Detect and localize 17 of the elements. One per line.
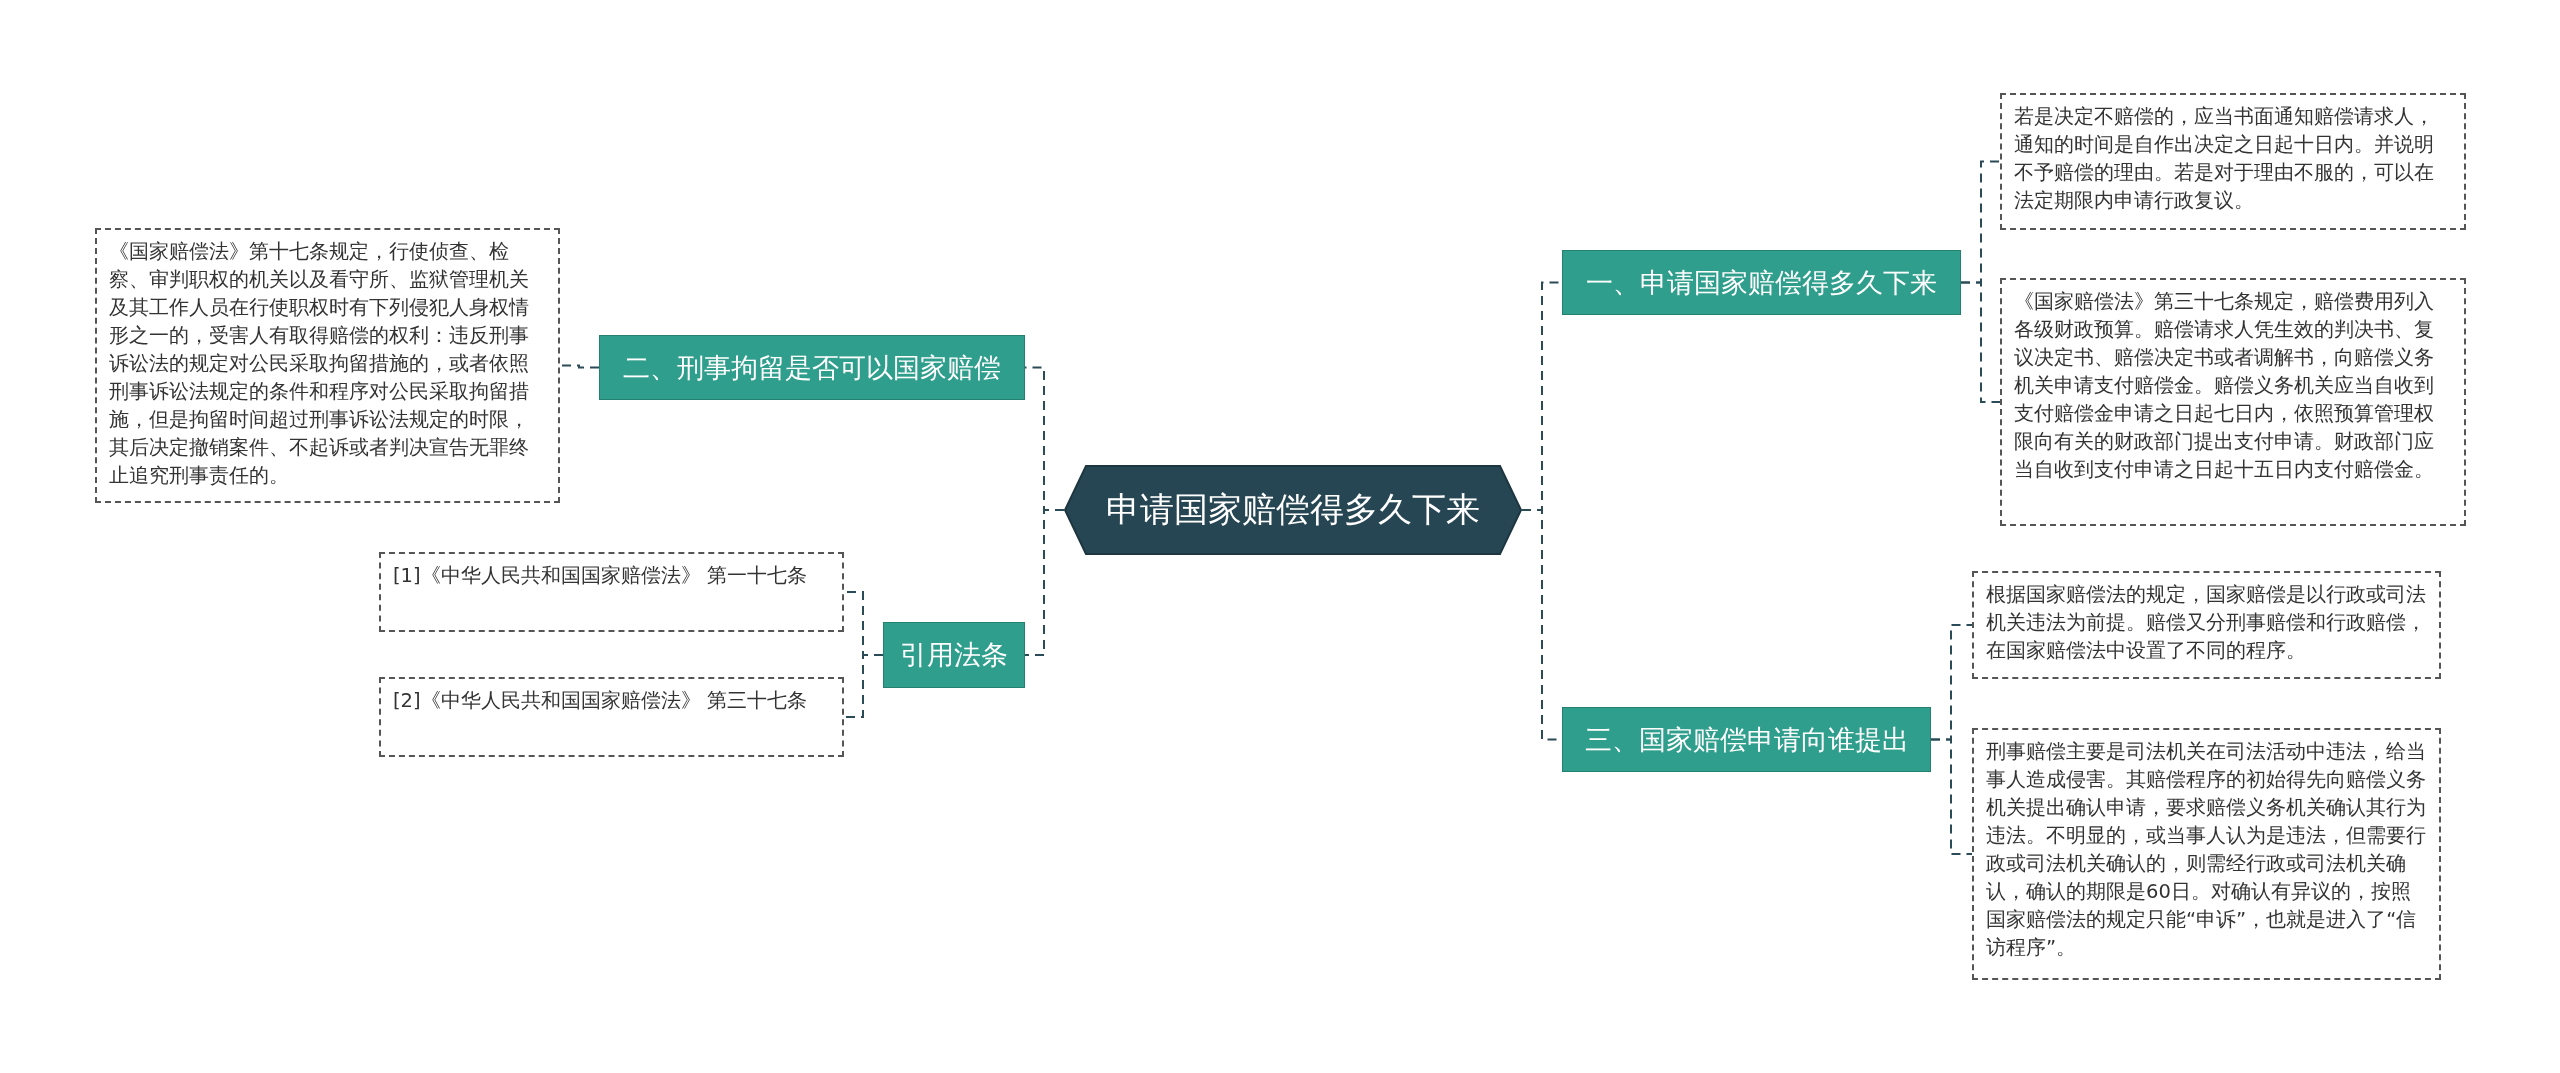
note-box: 《国家赔偿法》第三十七条规定，赔偿费用列入各级财政预算。赔偿请求人凭生效的判决书、复议决定书、赔偿决定书或者调解书，向赔偿义务机关申请支付赔偿金。赔偿义务机关应当自收到支付赔偿金申请之日起七日内，依照预算管理权限向有关的财政部门提出支付申请。财政部门应当自收到支付申请之日起十五日内支付赔偿金。 bbox=[2000, 278, 2466, 526]
connector-line bbox=[843, 654, 884, 718]
topic-box: 引用法条 bbox=[883, 622, 1025, 688]
note-box: 若是决定不赔偿的，应当书面通知赔偿请求人，通知的时间是自作出决定之日起十日内。并说明不予赔偿的理由。若是对于理由不服的，可以在法定期限内申请行政复议。 bbox=[2000, 93, 2466, 230]
note-box: 根据国家赔偿法的规定，国家赔偿是以行政或司法机关违法为前提。赔偿又分刑事赔偿和行政赔偿，在国家赔偿法中设置了不同的程序。 bbox=[1972, 571, 2441, 679]
connector-line bbox=[1024, 509, 1065, 656]
note-box: 刑事赔偿主要是司法机关在司法活动中违法，给当事人造成侵害。其赔偿程序的初始得先向赔偿义务机关提出确认申请，要求赔偿义务机关确认其行为违法。不明显的，或当事人认为是违法，但需要行政或司法机关确认的，则需经行政或司法机关确认，确认的期限是60日。对确认有异议的，按照国家赔偿法的规定只能“申诉”，也就是进入了“信访程序”。 bbox=[1972, 728, 2441, 980]
central-topic-hexagon: 申请国家赔偿得多久下来 bbox=[1064, 465, 1522, 555]
note-box: [2]《中华人民共和国国家赔偿法》 第三十七条 bbox=[379, 677, 844, 757]
topic-box: 一、申请国家赔偿得多久下来 bbox=[1562, 250, 1961, 315]
topic-box: 三、国家赔偿申请向谁提出 bbox=[1562, 707, 1931, 772]
connector-line bbox=[1930, 738, 1973, 855]
note-box: 《国家赔偿法》第十七条规定，行使侦查、检察、审判职权的机关以及看守所、监狱管理机关及其工作人员在行使职权时有下列侵犯人身权情形之一的，受害人有取得赔偿的权利：违反刑事诉讼法的规定对公民采取拘留措施的，或者依照刑事诉讼法规定的条件和程序对公民采取拘留措施，但是拘留时间超过刑事诉讼法规定的时限，其后决定撤销案件、不起诉或者判决宣告无罪终止追究刑事责任的。 bbox=[95, 228, 560, 503]
connector-line bbox=[1960, 281, 2001, 403]
note-box: [1]《中华人民共和国国家赔偿法》 第一十七条 bbox=[379, 552, 844, 632]
connector-line bbox=[559, 364, 600, 369]
topic-box: 二、刑事拘留是否可以国家赔偿 bbox=[599, 335, 1025, 400]
